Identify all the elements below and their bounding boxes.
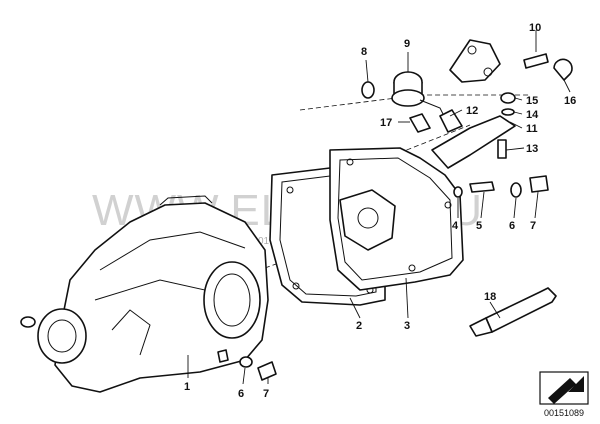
callout-3: 3 (404, 320, 410, 332)
callout-16: 16 (564, 95, 576, 107)
cover-bolts-right (453, 175, 549, 198)
callout-1: 1 (184, 381, 190, 393)
callout-9: 9 (404, 38, 410, 50)
callout-15: 15 (526, 95, 538, 107)
bracket-and-fasteners (409, 53, 573, 169)
callout-13: 13 (526, 143, 538, 155)
callout-11: 11 (526, 123, 538, 135)
housing-cover (329, 147, 464, 291)
callout-5: 5 (476, 220, 482, 232)
callout-14: 14 (526, 109, 539, 121)
breather-valve-assembly (361, 39, 501, 125)
sealant-tube (469, 287, 557, 337)
callout-labels: 1 2 3 4 5 6 7 6 7 8 9 10 11 12 13 14 15 … (184, 22, 576, 400)
leader-lines (187, 30, 571, 385)
callout-12: 12 (466, 105, 478, 117)
drain-plug-bottom (217, 349, 277, 381)
callout-2: 2 (356, 320, 362, 332)
callout-6-bottom: 6 (238, 388, 244, 400)
callout-7-bottom: 7 (263, 388, 269, 400)
callout-6-right: 6 (509, 220, 515, 232)
callout-7-right: 7 (530, 220, 536, 232)
differential-housing (20, 195, 269, 393)
callout-18: 18 (484, 291, 496, 303)
callout-8: 8 (361, 46, 367, 58)
callout-4: 4 (452, 220, 459, 232)
orientation-arrow-box (539, 371, 589, 405)
diagram-code: 00151089 (544, 408, 584, 418)
callout-17: 17 (380, 117, 392, 129)
callout-10: 10 (529, 22, 541, 34)
